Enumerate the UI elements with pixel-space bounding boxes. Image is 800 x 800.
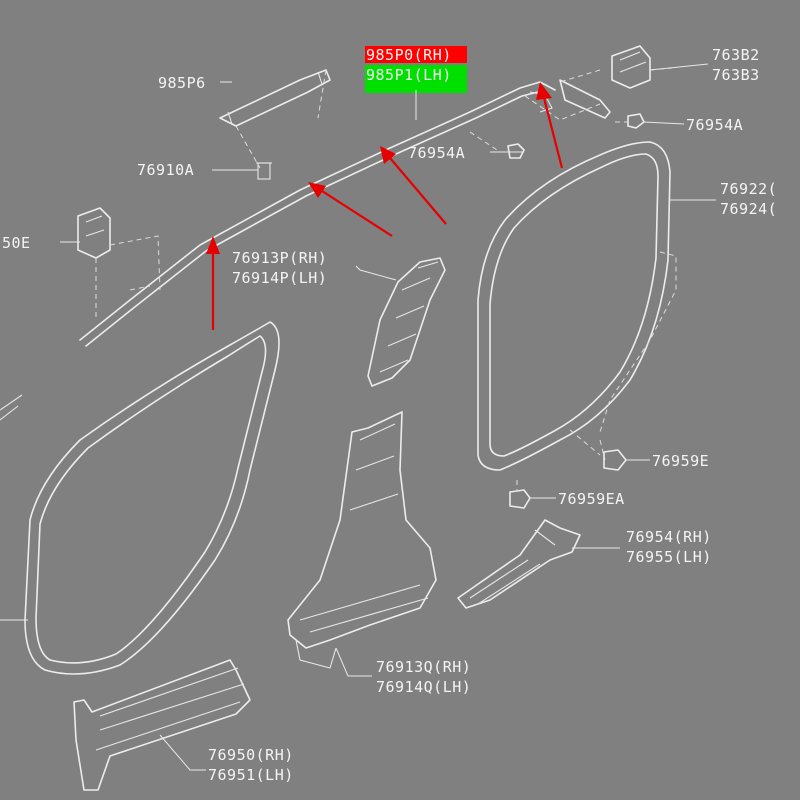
clip-50e xyxy=(77,207,161,320)
label-76954a-top: 76954A xyxy=(686,116,743,134)
label-76955-lh: 76955(LH) xyxy=(626,548,712,566)
arrowhead-1 xyxy=(206,236,220,254)
label-76959e: 76959E xyxy=(652,452,709,470)
arrow-3 xyxy=(389,157,447,225)
label-985p1: 985P1(LH) xyxy=(366,66,452,84)
label-76913p: 76913P(RH) xyxy=(232,249,327,267)
label-985p6: 985P6 xyxy=(158,74,206,92)
front-door-weatherstrip xyxy=(0,321,280,675)
kick-plate-76954 xyxy=(457,519,620,609)
bolt-76910a xyxy=(256,162,272,180)
red-arrows xyxy=(206,82,564,330)
clip-76959ea xyxy=(509,480,531,509)
label-76924: 76924( xyxy=(720,200,777,218)
label-76950: 76950(RH) xyxy=(208,746,294,764)
pillar-trim-76913p xyxy=(367,257,446,387)
label-985p0: 985P0(RH) xyxy=(366,46,452,64)
kick-plate-76950 xyxy=(73,659,251,791)
label-76914q: 76914Q(LH) xyxy=(376,678,471,696)
clip-76954a-mid xyxy=(469,131,525,159)
label-50e: 50E xyxy=(2,234,31,252)
label-76959ea: 76959EA xyxy=(558,490,625,508)
arrowhead-4 xyxy=(536,82,552,100)
roof-side-molding xyxy=(79,81,556,347)
bracket-985p6 xyxy=(219,69,331,169)
label-76951: 76951(LH) xyxy=(208,766,294,784)
arrow-2 xyxy=(321,190,393,237)
label-76922: 76922( xyxy=(720,180,777,198)
rh-highlight-box xyxy=(365,46,467,63)
label-76910a: 76910A xyxy=(137,161,194,179)
lh-highlight-box xyxy=(365,65,467,93)
arrowhead-3 xyxy=(380,146,396,164)
label-76954-rh: 76954(RH) xyxy=(626,528,712,546)
rear-door-weatherstrip xyxy=(477,141,716,471)
label-763b3: 763B3 xyxy=(712,66,760,84)
clip-76959e xyxy=(603,449,627,471)
label-76913q: 76913Q(RH) xyxy=(376,658,471,676)
label-763b2: 763B2 xyxy=(712,46,760,64)
label-76914p: 76914P(LH) xyxy=(232,269,327,287)
label-76954a-mid: 76954A xyxy=(408,144,465,162)
arrow-4 xyxy=(542,97,564,169)
arrowhead-2 xyxy=(308,182,326,198)
pillar-trim-76913q xyxy=(287,411,437,677)
leader-lines xyxy=(60,63,709,499)
clip-76954a-top xyxy=(615,113,645,129)
